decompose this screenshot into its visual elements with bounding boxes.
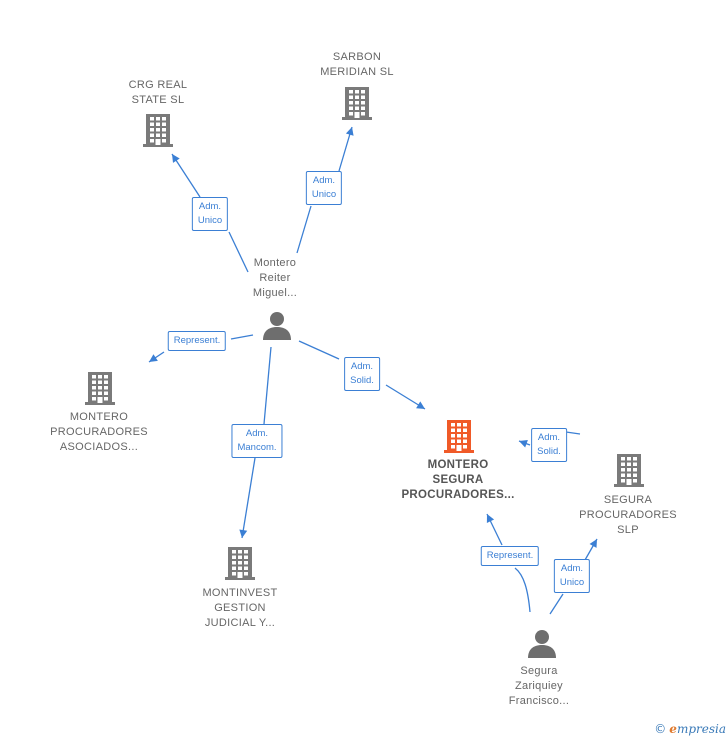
brand-initial: e (669, 722, 677, 736)
edge-label-adm-unico: Adm.Unico (191, 197, 229, 231)
empresia-logo[interactable]: ©empresia (654, 722, 726, 736)
edge-line (298, 340, 340, 360)
edge-line (565, 431, 581, 435)
edge-label-adm-unico: Adm.Unico (553, 559, 591, 593)
edge-label-adm-mancom: Adm.Mancom. (231, 424, 283, 458)
edge-line (549, 593, 564, 615)
edge-line (263, 346, 272, 425)
edge-line (230, 334, 254, 340)
arrowhead (519, 439, 528, 448)
edge-line (514, 567, 531, 613)
building-icon[interactable] (342, 86, 372, 125)
edge-label-adm-solid: Adm.Solid. (344, 357, 380, 391)
building-icon-highlighted[interactable] (444, 419, 474, 458)
arrowhead (149, 354, 158, 362)
edge-label-adm-unico: Adm.Unico (305, 171, 343, 205)
edge-line (296, 205, 312, 254)
arrowhead (239, 529, 248, 538)
edge-line (171, 153, 201, 198)
person-icon[interactable] (527, 628, 557, 663)
arrowhead (416, 401, 425, 409)
building-icon[interactable] (614, 453, 644, 492)
building-icon[interactable] (85, 371, 115, 410)
arrowhead (172, 154, 180, 163)
building-icon[interactable] (143, 113, 173, 152)
edge-line (241, 457, 256, 539)
edge-label-represent: Represent. (480, 546, 540, 566)
edge-line (228, 231, 249, 273)
person-icon[interactable] (262, 310, 292, 345)
arrowhead (345, 127, 354, 136)
arrowhead (589, 539, 597, 548)
arrowhead (486, 514, 495, 523)
edge-label-represent: Represent. (167, 331, 227, 351)
copyright-symbol: © (654, 722, 667, 736)
edge-label-adm-solid: Adm.Solid. (531, 428, 567, 462)
building-icon[interactable] (225, 546, 255, 585)
brand-name: mpresia (676, 722, 726, 736)
